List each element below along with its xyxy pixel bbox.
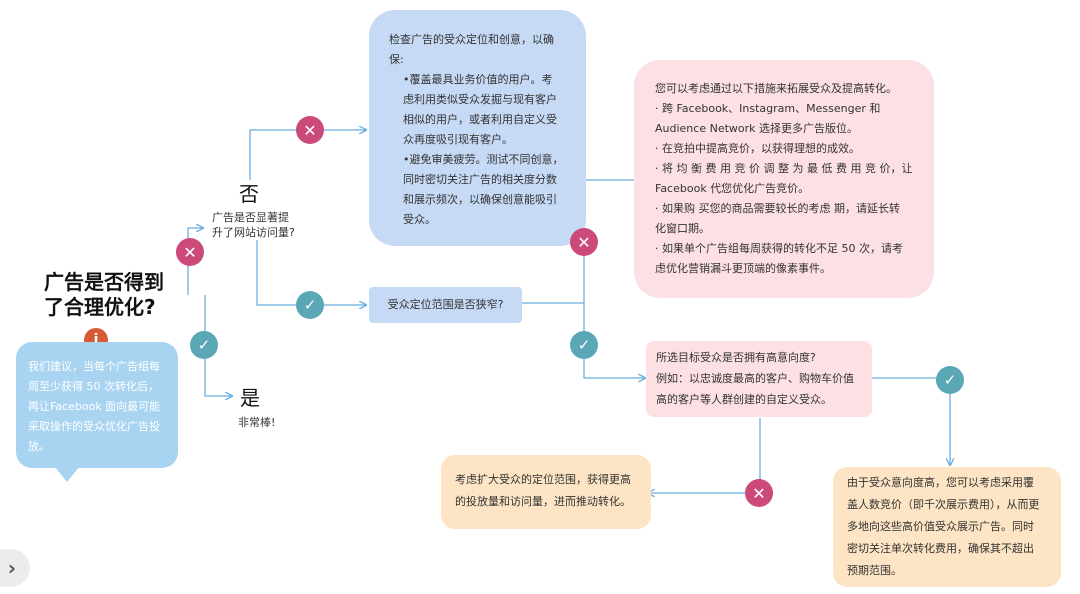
next-page-button[interactable]: › <box>0 549 30 587</box>
yes-check-icon: ✓ <box>190 331 218 359</box>
high-intent-question: 所选目标受众是否拥有高意向度? 例如：以忠诚度最高的客户、购物车价值 高的客户等… <box>646 341 872 417</box>
intent-yes-check-icon: ✓ <box>936 366 964 394</box>
traffic-question: 广告是否显著提 升了网站访问量? <box>212 211 295 239</box>
no-x-icon: ✕ <box>176 238 204 266</box>
expand-audience-box: 您可以考虑通过以下措施来拓展受众及提高转化。 · 跨 Facebook、Inst… <box>634 60 934 298</box>
advice-box: 我们建议，当每个广告组每 周至少获得 50 次转化后， 再让Facebook 面… <box>16 342 178 468</box>
widen-targeting-box: 考虑扩大受众的定位范围，获得更高 的投放量和访问量，进而推动转化。 <box>441 455 651 529</box>
traffic-no-x-icon: ✕ <box>296 116 324 144</box>
yes-label: 是 <box>240 386 260 410</box>
traffic-yes-check-icon: ✓ <box>296 291 324 319</box>
narrow-no-check-icon: ✓ <box>570 331 598 359</box>
high-intent-bidding-box: 由于受众意向度高，您可以考虑采用覆 盖人数竞价（即千次展示费用），从而更 多地向… <box>833 467 1061 587</box>
no-label: 否 <box>239 182 259 206</box>
diagram-title: 广告是否得到 了合理优化? <box>44 270 164 319</box>
intent-no-x-icon: ✕ <box>745 479 773 507</box>
narrow-yes-x-icon: ✕ <box>570 228 598 256</box>
yes-text: 非常棒! <box>238 416 276 429</box>
chevron-right-icon: › <box>7 556 16 580</box>
narrow-audience-question: 受众定位范围是否狭窄? <box>369 287 522 323</box>
check-targeting-box: 检查广告的受众定位和创意，以确 保: •覆盖最具业务价值的用户。考 虑利用类似受… <box>369 10 586 246</box>
advice-box-pointer <box>54 466 80 482</box>
